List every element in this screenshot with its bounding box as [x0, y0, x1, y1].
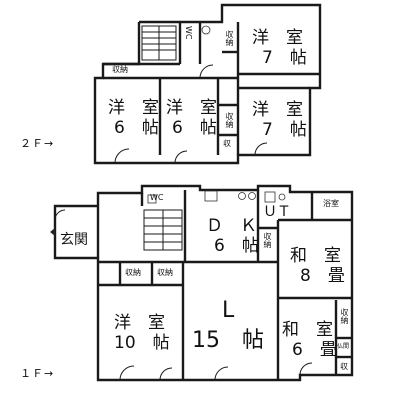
room-yoshitsu-6-left-type: 洋 室	[108, 98, 159, 118]
room-washitsu-6-type: 和 室	[282, 320, 333, 340]
room-living-size: 15 帖	[192, 328, 265, 353]
room-entrance: 玄関	[60, 232, 88, 248]
room-yoshitsu-10-type: 洋 室	[114, 313, 165, 333]
storage-2f-small: 収	[223, 139, 231, 148]
room-butsuma: 仏間	[337, 343, 350, 350]
room-living-type: L	[222, 298, 235, 323]
storage-2f-left: 収納	[112, 65, 128, 74]
room-yoshitsu-7-right-size: 7 帖	[262, 120, 307, 140]
room-dk-type: Ｄ Ｋ	[206, 216, 257, 236]
room-bath: 浴室	[323, 199, 339, 208]
room-yoshitsu-7-right-type: 洋 室	[252, 100, 303, 120]
room-yoshitsu-6-mid-size: 6 帖	[172, 118, 217, 138]
storage-1f-right: 収納	[340, 308, 349, 324]
storage-1f-a: 収納	[125, 268, 141, 277]
room-ut: ＵＴ	[263, 204, 291, 220]
floor1-fixtures	[50, 190, 286, 236]
floor1-walls	[53, 184, 354, 382]
room-yoshitsu-6-left-size: 6 帖	[114, 118, 159, 138]
room-washitsu-8-type: 和 室	[290, 246, 341, 266]
room-washitsu-8-size: 8 畳	[300, 266, 345, 286]
room-yoshitsu-10-size: 10 帖	[114, 333, 170, 353]
room-yoshitsu-7-top-size: 7 帖	[262, 48, 307, 68]
floor2-doors	[114, 25, 268, 164]
room-yoshitsu-6-mid-type: 洋 室	[166, 98, 217, 118]
room-wc-2f: WC	[184, 26, 193, 40]
floor2-walls	[93, 3, 322, 165]
floor2-stairs	[141, 25, 177, 61]
room-washitsu-6-size: 6 畳	[292, 340, 337, 360]
storage-1f-b: 収納	[157, 268, 173, 277]
floor1-stairs	[143, 209, 183, 251]
storage-2f-top: 収納	[225, 30, 234, 46]
storage-1f-dk: 収納	[263, 232, 272, 248]
room-yoshitsu-7-top-type: 洋 室	[252, 28, 303, 48]
floor1-label: １Ｆ→	[20, 367, 55, 380]
storage-2f-mid: 収納	[225, 112, 234, 128]
room-wc-1f: WC	[150, 193, 164, 202]
storage-1f-bottom: 収	[340, 362, 348, 371]
room-dk-size: 6 帖	[214, 236, 259, 256]
floor1-doors	[54, 209, 313, 381]
floor2-label: ２Ｆ→	[20, 137, 55, 150]
